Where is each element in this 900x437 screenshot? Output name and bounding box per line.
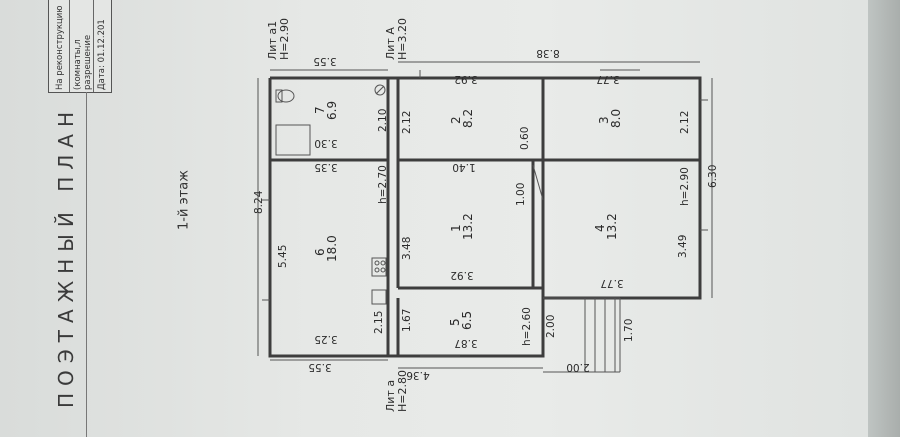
room-area: 13.2: [605, 213, 619, 240]
door-swing-icon: [532, 164, 544, 201]
dim-r3-width: 3.77: [596, 73, 619, 85]
dim-r1-door: 1.40: [452, 161, 475, 173]
dim-r2-width: 3.92: [454, 73, 477, 85]
room-number: 5: [448, 318, 462, 326]
dim-r3-height: 2.12: [679, 111, 691, 134]
toilet-tank-icon: [275, 89, 283, 103]
height-r4: h=2.90: [679, 167, 691, 206]
lit-a1-label: Лит а1: [266, 21, 279, 60]
height-r6: h=2.70: [377, 165, 389, 204]
room-area: 18.0: [325, 235, 339, 262]
document-stamp: На реконструкцию (комнаты,л разрешение Д…: [48, 0, 112, 93]
room-area: 8.0: [609, 109, 623, 128]
dim-porch-height: 1.70: [623, 319, 635, 342]
room-number: 3: [597, 116, 611, 124]
stamp-divider: [69, 0, 70, 92]
lit-A-height: H=3.20: [396, 18, 409, 60]
room-labels: 1 13.2 2 8.2 3 8.0 4 13.2 5 6.5 6 18.0 7…: [313, 101, 623, 330]
dim-r5-side: 2.00: [545, 315, 557, 338]
dim-r5-width: 3.87: [454, 337, 477, 349]
room-number: 1: [449, 224, 463, 232]
stamp-divider: [93, 0, 94, 92]
lit-a-height: H=2.80: [396, 370, 409, 412]
dim-r7-height: 2.10: [377, 109, 389, 132]
dim-r1-height: 3.48: [401, 237, 413, 260]
dim-hall: 0.60: [519, 127, 531, 150]
dim-r7-width: 3.30: [314, 137, 337, 149]
dim-top-main: 8.38: [536, 47, 559, 59]
extension-labels: Лит а1 H=2.90 Лит А H=3.20 Лит а H=2.80: [266, 18, 409, 412]
dimension-labels: 3.55 8.38 8.24 3.55 4.36 6.30 2.00 1.70 …: [253, 47, 719, 381]
stove-burner-icon: [380, 267, 386, 273]
sink-icon: [371, 289, 387, 305]
dim-bottom-a: 3.55: [308, 361, 331, 373]
room-number: 4: [593, 224, 607, 232]
toilet-icon: [277, 89, 295, 103]
paper-edge-shadow: [868, 0, 900, 437]
dim-right-total: 6.30: [707, 165, 719, 188]
dim-r2-height: 2.12: [401, 111, 413, 134]
dim-r6-width-top: 3.35: [314, 161, 337, 173]
thin-lines: [257, 61, 713, 373]
dim-left-total: 8.24: [253, 190, 265, 214]
stove-icon: [371, 257, 387, 277]
title-divider: [86, 92, 87, 437]
dim-r6-width-bottom: 3.25: [314, 333, 337, 345]
room-area: 6.5: [460, 311, 474, 330]
dim-porch-width: 2.00: [566, 361, 589, 373]
dim-bottom-lit: 4.36: [406, 369, 430, 381]
room-area: 13.2: [461, 213, 475, 240]
height-r5: h=2.60: [521, 307, 533, 346]
room-area: 8.2: [461, 109, 475, 128]
dim-r4-height: 3.49: [677, 235, 689, 258]
bathtub-icon: [275, 124, 311, 156]
dim-r1-width: 3.92: [450, 269, 473, 281]
dim-top-a1: 3.55: [313, 55, 336, 67]
stove-burner-icon: [374, 267, 380, 273]
lit-a-label: Лит а: [384, 380, 397, 412]
lit-a1-height: H=2.90: [278, 18, 291, 60]
stove-burner-icon: [374, 260, 380, 266]
room-area: 6.9: [325, 101, 339, 120]
room-number: 6: [313, 248, 327, 256]
dim-r5-height: 1.67: [401, 309, 413, 332]
dim-r4-width: 3.77: [600, 277, 623, 289]
dim-r5-wall: 2.15: [373, 311, 385, 334]
dim-r6-height: 5.45: [277, 245, 289, 268]
lit-A-label: Лит А: [384, 27, 397, 60]
boiler-mark-icon: [375, 85, 385, 95]
room-number: 2: [449, 116, 463, 124]
stove-burner-icon: [380, 260, 386, 266]
dim-r1-side: 1.00: [515, 183, 527, 206]
room-number: 7: [313, 106, 327, 114]
boiler-icon: [374, 84, 386, 96]
